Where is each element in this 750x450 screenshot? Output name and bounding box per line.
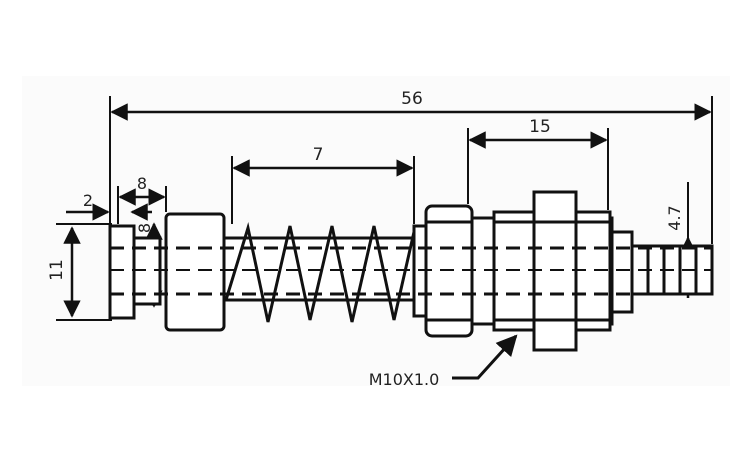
end-flange xyxy=(108,224,136,320)
spring xyxy=(224,222,416,323)
dim-overall-length: 56 xyxy=(401,89,423,109)
dim-nut-offset: 2 xyxy=(83,191,93,210)
dim-tip-dia: 4.7 xyxy=(665,205,684,230)
dim-nut-width: 8 xyxy=(137,174,147,193)
dim-thread-length: 15 xyxy=(529,117,551,137)
dim-spring-length: 7 xyxy=(313,145,324,165)
collar xyxy=(164,212,226,332)
thread-leader xyxy=(452,334,518,380)
thread-callout: M10X1.0 xyxy=(369,370,440,389)
neck xyxy=(610,230,634,314)
dim-outer-dia: 11 xyxy=(47,259,67,281)
dim-inner-dia: 8 xyxy=(135,223,154,233)
